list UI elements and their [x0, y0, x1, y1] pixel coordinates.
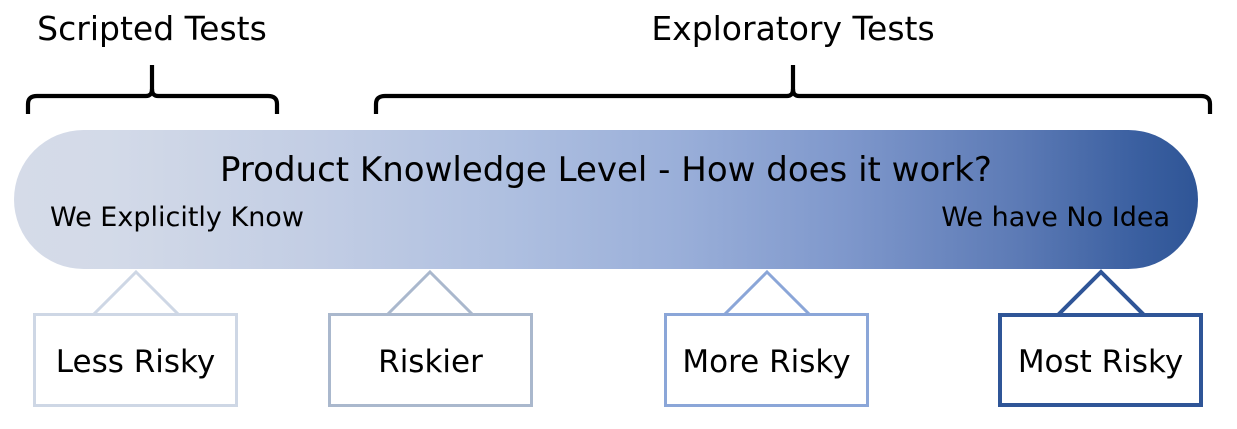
spectrum-right-label: We have No Idea: [941, 202, 1170, 233]
risk-box-label: Less Risky: [55, 343, 216, 380]
risk-box-label: Riskier: [378, 343, 483, 380]
risk-box-riskier: Riskier: [328, 313, 533, 407]
risk-box-label: More Risky: [682, 343, 851, 380]
group-label-exploratory-tests: Exploratory Tests: [651, 9, 935, 48]
brace-scripted-tests: [25, 65, 280, 114]
risk-box-most-risky: Most Risky: [998, 313, 1203, 407]
risk-box-label: Most Risky: [1017, 343, 1184, 380]
risk-box-more-risky: More Risky: [664, 313, 869, 407]
risk-box-less-risky: Less Risky: [33, 313, 238, 407]
spectrum-title: Product Knowledge Level - How does it wo…: [220, 150, 992, 190]
spectrum-left-label: We Explicitly Know: [50, 202, 304, 233]
knowledge-spectrum-bar: Product Knowledge Level - How does it wo…: [14, 130, 1198, 269]
brace-exploratory-tests: [373, 65, 1213, 114]
group-label-scripted-tests: Scripted Tests: [37, 9, 267, 48]
